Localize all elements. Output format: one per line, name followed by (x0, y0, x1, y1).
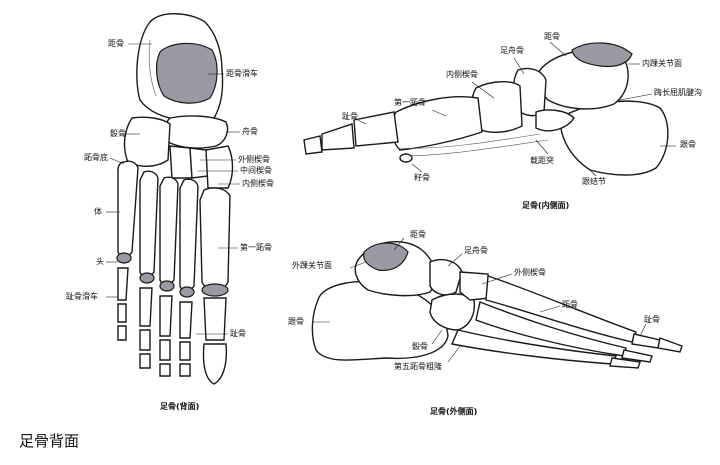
label-lateral-cuneiform-lateral: 外侧楔骨 (514, 268, 546, 277)
label-phalanx-dorsal: 趾骨 (230, 329, 246, 338)
label-calcaneus-lateral: 跟骨 (288, 317, 304, 326)
label-navicular-lateral: 足舟骨 (464, 246, 488, 255)
page-caption: 足骨背面 (19, 432, 80, 450)
caption-dorsal-view: 足骨(背面) (160, 402, 200, 411)
label-cuboid-dorsal: 骰骨 (110, 129, 126, 138)
label-metatarsal-base: 跖骨底 (84, 153, 108, 162)
caption-lateral-view: 足骨(外侧面) (430, 407, 478, 416)
lateral-view-drawing (311, 237, 683, 369)
label-intermediate-cuneiform: 中间楔骨 (240, 166, 272, 175)
label-medial-malleolar-facet: 内踝关节面 (642, 59, 682, 68)
label-phalanx-lateral: 趾骨 (644, 315, 660, 324)
label-calcaneal-tuber: 跟结节 (582, 177, 606, 186)
label-fhl-groove: 踇长屈肌腱沟 (654, 88, 702, 97)
label-metatarsal-lateral: 跖骨 (562, 300, 578, 309)
label-medial-cuneiform-dorsal: 内侧楔骨 (242, 179, 274, 188)
label-talus-lateral: 距骨 (410, 230, 426, 239)
label-navicular-dorsal: 舟骨 (242, 127, 258, 136)
label-fifth-metatarsal-tuberosity: 第五跖骨粗隆 (394, 362, 442, 371)
label-lateral-cuneiform-dorsal: 外侧楔骨 (238, 155, 270, 164)
label-cuboid-lateral: 骰骨 (412, 342, 428, 351)
label-first-metatarsal-medial: 第一跖骨 (394, 98, 426, 107)
medial-view-drawing (303, 41, 676, 177)
label-first-metatarsal-dorsal: 第一跖骨 (240, 243, 272, 252)
label-medial-cuneiform-medial: 内侧楔骨 (446, 70, 478, 79)
label-sustentaculum: 载距突 (530, 156, 554, 165)
label-calcaneus-medial: 跟骨 (680, 140, 696, 149)
label-talus-medial: 距骨 (544, 32, 560, 41)
label-phalanx-medial: 趾骨 (342, 112, 358, 121)
dorsal-view-drawing (106, 13, 240, 385)
caption-medial-view: 足骨(内侧面) (522, 201, 570, 210)
label-trochlea-tali: 距骨滑车 (226, 69, 258, 78)
label-body: 体 (94, 207, 102, 216)
label-navicular-medial: 足舟骨 (500, 46, 524, 55)
label-lateral-malleolar-facet: 外踝关节面 (292, 261, 332, 270)
label-metatarsal-trochlea: 趾骨滑车 (66, 292, 98, 301)
label-head: 头 (96, 257, 104, 266)
label-sesamoid: 籽骨 (414, 173, 430, 182)
label-talus-dorsal: 距骨 (108, 39, 124, 48)
